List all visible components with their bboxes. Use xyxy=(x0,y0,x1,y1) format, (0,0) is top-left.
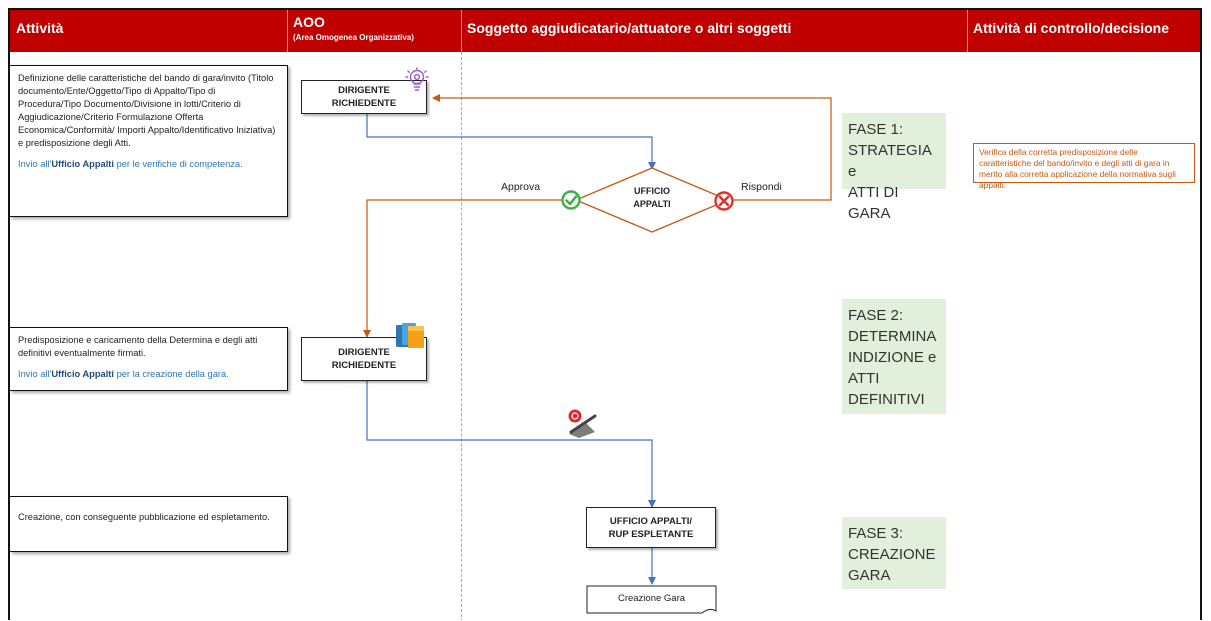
phase-line: DEFINITIVI xyxy=(848,391,925,408)
edge-dirigente-to-rup xyxy=(366,381,656,508)
header-attivita: Attività xyxy=(10,10,287,52)
send-suffix: per le verifiche di competenza. xyxy=(113,159,243,169)
control-check-note: Verifica della corretta predisposizione … xyxy=(973,143,1195,190)
node-label: DIRIGENTE xyxy=(338,347,390,358)
phase-1: FASE 1: STRATEGIA e ATTI DI GARA xyxy=(842,113,946,222)
header-bar: Attività AOO (Area Omogenea Organizzativ… xyxy=(10,10,1200,52)
decision-label: UFFICIO APPALTI xyxy=(622,185,682,211)
activity-text: Predisposizione e caricamento della Dete… xyxy=(18,335,258,358)
flow-connectors xyxy=(363,94,832,614)
phase-line: DETERMINA xyxy=(848,328,937,345)
stamp-icon xyxy=(568,409,597,438)
phase-2: FASE 2: DETERMINA INDIZIONE e ATTI DEFIN… xyxy=(842,299,946,414)
lightbulb-icon xyxy=(405,67,429,91)
activity-text: Creazione, con conseguente pubblicazione… xyxy=(18,512,270,522)
activity-description-3: Creazione, con conseguente pubblicazione… xyxy=(10,496,288,552)
phase-line: ATTI DI GARA xyxy=(848,184,899,222)
header-soggetto: Soggetto aggiudicatario/attuatore o altr… xyxy=(461,10,967,52)
activity-description-1: Definizione delle caratteristiche del ba… xyxy=(10,65,288,217)
activity-description-2: Predisposizione e caricamento della Dete… xyxy=(10,327,288,391)
x-circle-icon xyxy=(714,191,734,211)
header-aoo-sublabel: (Area Omogenea Organizzativa) xyxy=(293,33,414,42)
send-instruction: Invio all'Ufficio Appalti per la creazio… xyxy=(18,368,281,381)
edge-label-approva: Approva xyxy=(501,181,541,193)
edge-rispondi xyxy=(432,94,832,201)
phase-line: ATTI xyxy=(848,370,880,387)
header-controllo-label: Attività di controllo/decisione xyxy=(973,20,1170,36)
node-label: RICHIEDENTE xyxy=(331,98,397,109)
decision-label-line: APPALTI xyxy=(633,199,671,209)
phase-line: STRATEGIA e xyxy=(848,142,932,180)
office-name: Ufficio Appalti xyxy=(51,369,114,379)
node-dirigente-richiedente-1: DIRIGENTE RICHIEDENTE xyxy=(301,80,427,114)
node-label: UFFICIO APPALTI/ xyxy=(609,515,693,527)
header-separator xyxy=(967,10,968,52)
decision-label-line: UFFICIO xyxy=(634,186,670,196)
header-soggetto-label: Soggetto aggiudicatario/attuatore o altr… xyxy=(467,20,792,36)
activity-text: Definizione delle caratteristiche del ba… xyxy=(18,73,276,148)
node-label: DIRIGENTE xyxy=(338,85,390,96)
phase-line: FASE 1: xyxy=(848,121,904,138)
folders-icon xyxy=(396,323,424,348)
office-name: Ufficio Appalti xyxy=(51,159,114,169)
header-aoo: AOO (Area Omogenea Organizzativa) xyxy=(287,10,461,52)
decision-diamond xyxy=(574,167,730,233)
node-label: RUP ESPLETANTE xyxy=(608,528,694,540)
document-label: Creazione Gara xyxy=(617,593,686,604)
phase-line: INDIZIONE e xyxy=(848,349,937,366)
header-aoo-label: AOO xyxy=(293,14,325,30)
header-separator xyxy=(461,10,462,52)
header-separator xyxy=(287,10,288,52)
phase-line: FASE 2: xyxy=(848,307,904,324)
phase-line: CREAZIONE xyxy=(848,546,936,563)
header-attivita-label: Attività xyxy=(16,20,64,36)
lane-divider xyxy=(461,52,462,620)
check-circle-icon xyxy=(561,190,581,210)
document-shape xyxy=(586,585,717,614)
header-controllo: Attività di controllo/decisione xyxy=(967,10,1200,52)
send-suffix: per la creazione della gara. xyxy=(113,369,229,379)
phase-line: FASE 3: xyxy=(848,525,904,542)
phase-3: FASE 3: CREAZIONE GARA xyxy=(842,517,946,589)
send-instruction: Invio all'Ufficio Appalti per le verific… xyxy=(18,158,281,171)
edge-label-rispondi: Rispondi xyxy=(741,181,782,193)
edge-dirigente-to-ufficio xyxy=(366,114,656,170)
node-label: RICHIEDENTE xyxy=(331,360,397,371)
edge-approva xyxy=(363,199,585,338)
node-ufficio-appalti-rup: UFFICIO APPALTI/RUP ESPLETANTE xyxy=(586,507,716,548)
send-prefix: Invio all' xyxy=(18,369,52,379)
send-prefix: Invio all' xyxy=(18,159,52,169)
process-diagram: Attività AOO (Area Omogenea Organizzativ… xyxy=(8,8,1202,620)
phase-line: GARA xyxy=(848,567,891,584)
